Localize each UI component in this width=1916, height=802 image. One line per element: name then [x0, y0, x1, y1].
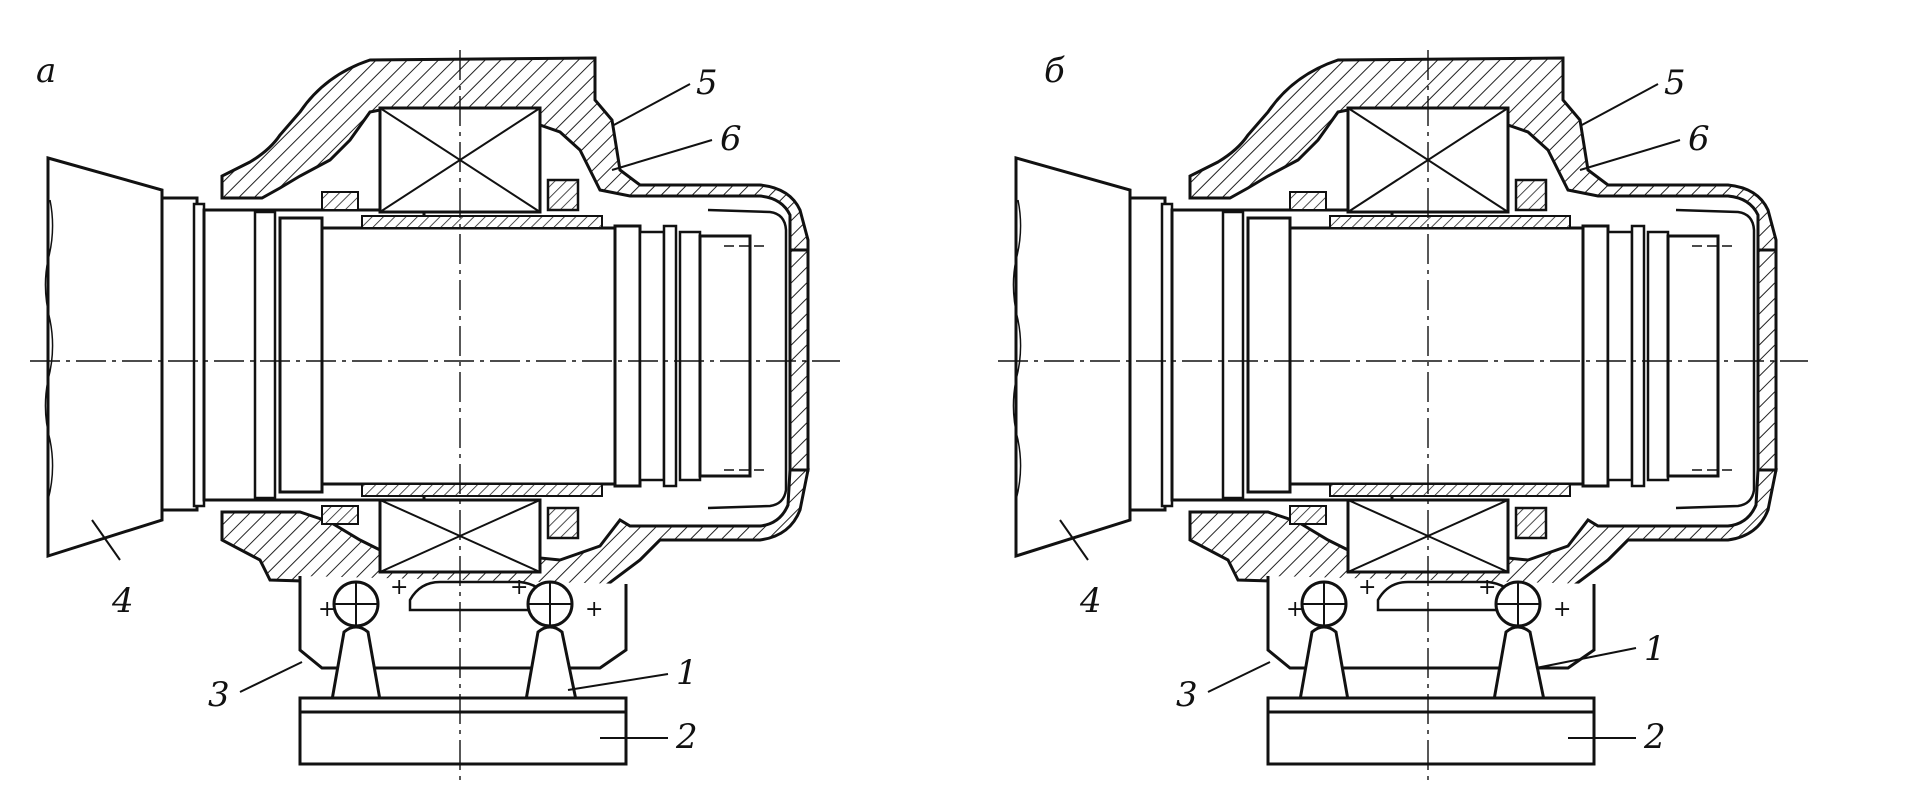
leader-3-b	[1207, 661, 1271, 693]
part-label-4: 4	[1079, 581, 1102, 621]
panel-b: б 5 6 1 2 3 4	[996, 48, 1810, 782]
panel-a: а 5 6 1 2 3 4	[28, 48, 842, 782]
leader-1-a	[567, 673, 669, 691]
part-label-2: 2	[675, 717, 698, 757]
leader-4-a	[91, 519, 121, 561]
part-label-4: 4	[111, 581, 134, 621]
bearing-assembly-b	[996, 48, 1810, 782]
leader-3-a	[239, 661, 303, 693]
part-label-1: 1	[676, 653, 698, 693]
panel-label-b: б	[1044, 51, 1065, 91]
leader-6-b	[1579, 139, 1681, 171]
leader-1-b	[1535, 647, 1637, 669]
leader-5-a	[611, 83, 691, 127]
leader-6-a	[611, 139, 713, 171]
panel-label-a: а	[36, 51, 56, 91]
part-label-1: 1	[1644, 629, 1666, 669]
part-label-5: 5	[1664, 63, 1686, 103]
part-label-6: 6	[720, 119, 742, 159]
part-label-3: 3	[1176, 675, 1198, 715]
part-label-6: 6	[1688, 119, 1710, 159]
part-label-2: 2	[1643, 717, 1666, 757]
bearing-assembly-a	[28, 48, 842, 782]
leader-4-b	[1059, 519, 1089, 561]
leader-5-b	[1579, 83, 1659, 127]
part-label-5: 5	[696, 63, 718, 103]
part-label-3: 3	[208, 675, 230, 715]
